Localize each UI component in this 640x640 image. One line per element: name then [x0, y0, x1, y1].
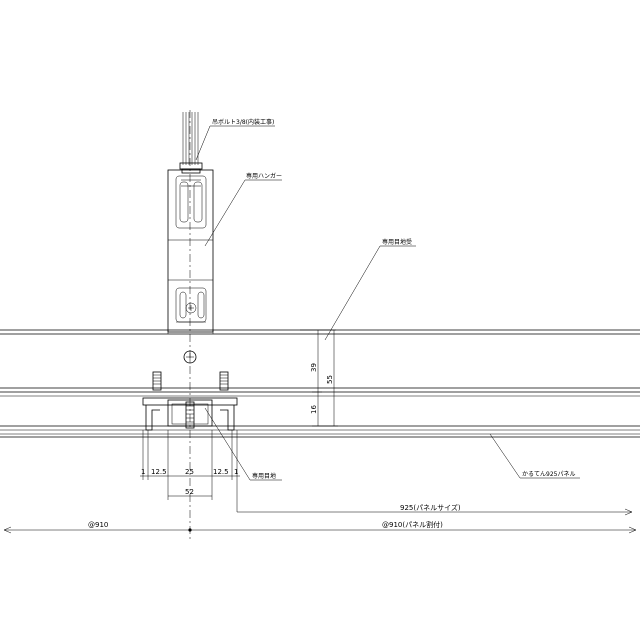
- dim-1-left: 1: [141, 468, 145, 476]
- label-panel: かるてん925パネル: [522, 471, 575, 478]
- dim-16: 16: [310, 405, 318, 414]
- dim-pitch-left: @910: [88, 521, 108, 529]
- dedicated-joint: [142, 397, 238, 431]
- dim-panel-size: 925(パネルサイズ): [400, 503, 461, 512]
- label-dedicated-joint: 専用目地: [252, 472, 276, 480]
- dim-39: 39: [310, 363, 318, 372]
- dim-12-5-right: 12.5: [213, 468, 229, 476]
- pitch-dimension: @910 @910(パネル割付): [3, 520, 637, 534]
- extension-lines: [142, 430, 238, 512]
- dim-52: 52: [185, 488, 194, 496]
- dim-55: 55: [326, 375, 334, 384]
- screw-head: [183, 350, 197, 364]
- dedicated-hanger: [167, 169, 214, 333]
- leader-dedicated-hanger: 専用ハンガー: [204, 172, 282, 247]
- joint-bolts: [152, 371, 229, 391]
- label-joint-receiver: 専用目地受: [382, 238, 412, 246]
- panel-size-dimension: 925(パネルサイズ): [237, 503, 633, 516]
- vertical-dimensions: 39 55 16: [300, 329, 338, 427]
- leader-dedicated-joint: 専用目地: [204, 407, 282, 481]
- dim-1-right: 1: [234, 468, 238, 476]
- leader-hanging-bolt: 吊ボルト3/8(内装工事): [195, 118, 275, 161]
- dim-pitch-right: @910(パネル割付): [382, 520, 443, 529]
- dim-25: 25: [185, 468, 194, 476]
- leader-panel: かるてん925パネル: [489, 433, 580, 479]
- panel-section: [0, 425, 640, 438]
- label-hanging-bolt: 吊ボルト3/8(内装工事): [212, 118, 274, 126]
- label-dedicated-hanger: 専用ハンガー: [246, 172, 282, 180]
- hanging-bolt: [179, 112, 203, 174]
- dim-12-5-left: 12.5: [151, 468, 167, 476]
- leader-joint-receiver: 専用目地受: [324, 238, 416, 341]
- ceiling-channel: [0, 329, 640, 335]
- dimension-chain-lower: 1 12.5 25 12.5 1 52: [140, 468, 240, 497]
